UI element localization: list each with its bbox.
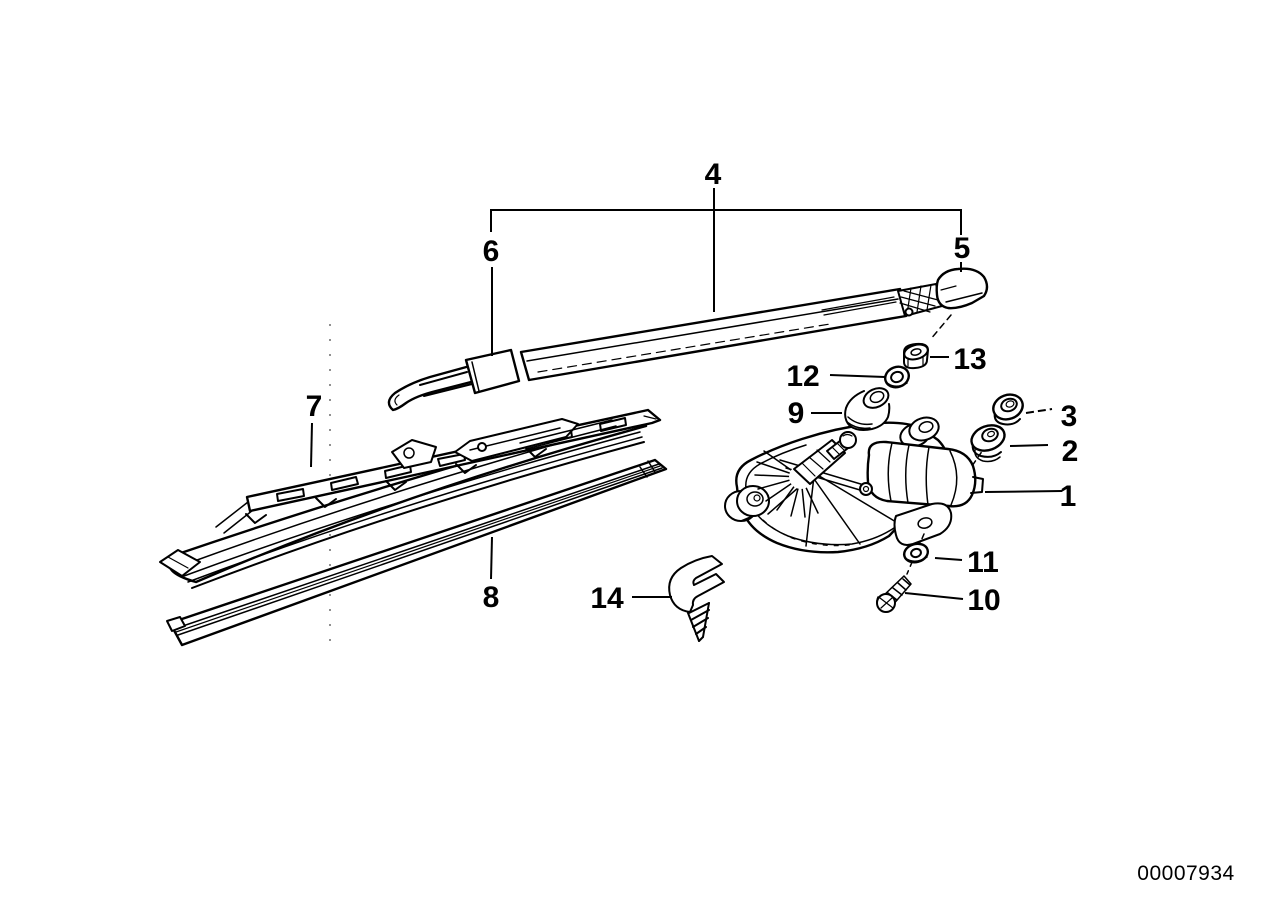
callout-label-10: 10 xyxy=(967,584,1000,617)
callout-label-5: 5 xyxy=(954,232,971,265)
part-4-wiper-arm xyxy=(387,267,989,412)
callout-labels: 1 2 3 4 5 6 7 8 9 10 11 12 13 14 xyxy=(306,158,1079,617)
callout-label-14: 14 xyxy=(590,582,624,615)
part-12-washer xyxy=(884,365,910,389)
part-9-shaft-cap xyxy=(844,387,891,431)
part-1-wiper-motor xyxy=(724,416,984,554)
callout-label-9: 9 xyxy=(788,397,805,430)
part-2-grommet xyxy=(970,424,1006,463)
leader-1 xyxy=(984,490,1063,493)
callout-leader-lines xyxy=(310,188,1063,600)
callout-label-6: 6 xyxy=(483,235,500,268)
leader-12 xyxy=(829,374,886,378)
part-3-grommet xyxy=(992,393,1024,426)
leader-10 xyxy=(904,592,964,600)
document-number: 00007934 xyxy=(1137,862,1234,885)
part-5-arm-cap xyxy=(935,267,989,310)
leader-7 xyxy=(310,422,313,468)
leader-8 xyxy=(490,536,493,580)
callout-label-13: 13 xyxy=(953,343,986,376)
part-8-rubber-refill xyxy=(166,458,668,647)
part-14-clip xyxy=(668,555,725,642)
part-13-nut xyxy=(903,342,929,370)
callout-label-7: 7 xyxy=(306,390,323,423)
leader-3 xyxy=(1025,408,1053,414)
leader-2 xyxy=(1009,444,1049,447)
part-6-arm-joint xyxy=(464,348,521,395)
callout-label-3: 3 xyxy=(1061,400,1078,433)
bracket-line-4 xyxy=(490,209,962,235)
callout-label-1: 1 xyxy=(1060,480,1077,513)
callout-label-12: 12 xyxy=(786,360,819,393)
part-11-washer xyxy=(902,542,930,564)
motor-output-shaft xyxy=(754,431,857,518)
callout-label-4: 4 xyxy=(705,158,722,191)
part-10-screw xyxy=(876,575,912,613)
callout-label-2: 2 xyxy=(1062,435,1079,468)
callout-label-11: 11 xyxy=(967,546,999,579)
callout-label-8: 8 xyxy=(483,581,500,614)
axis-arm-to-nut xyxy=(929,314,952,341)
part-7-wiper-blade xyxy=(159,408,662,589)
leader-11 xyxy=(934,557,963,561)
